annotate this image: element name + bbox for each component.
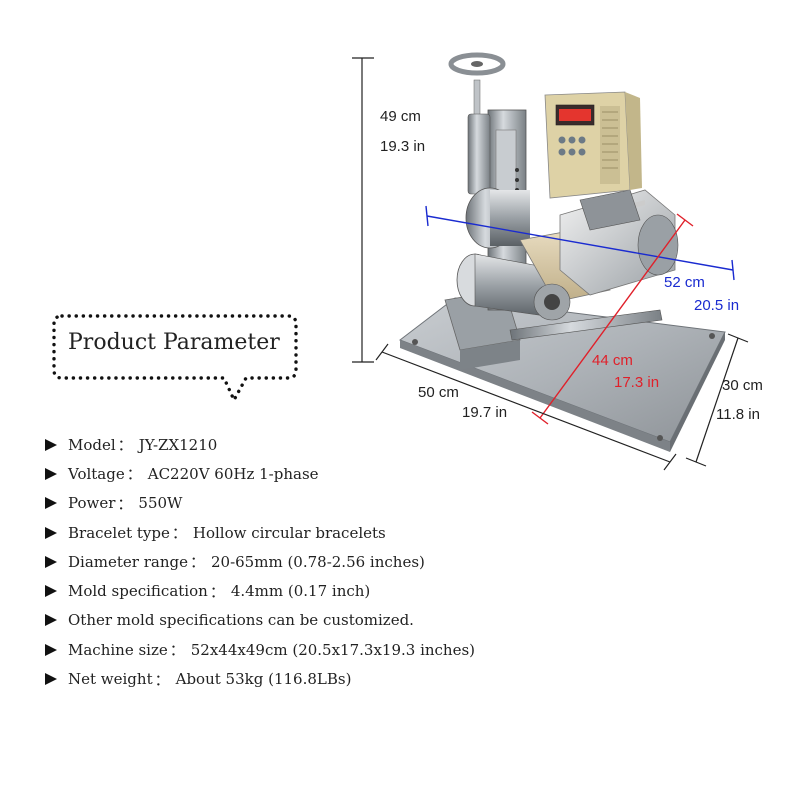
spec-separator: ： (126, 465, 142, 484)
spec-item: Other mold specifications can be customi… (44, 606, 475, 635)
diag-cm-label: 44 cm (592, 352, 633, 369)
machine-photo (340, 40, 800, 480)
spec-item: Bracelet type： Hollow circular bracelets (44, 518, 475, 547)
spec-value: 4.4mm (0.17 inch) (230, 582, 371, 601)
spec-item: Machine size： 52x44x49cm (20.5x17.3x19.3 … (44, 635, 475, 664)
diag-in-label: 17.3 in (614, 374, 660, 391)
spec-label: Machine size (68, 640, 168, 659)
triangle-right-icon (45, 438, 57, 451)
spec-label: Mold specification (68, 582, 208, 601)
triangle-right-icon (45, 555, 57, 568)
triangle-right-icon (45, 467, 57, 480)
spec-value: 52x44x49cm (20.5x17.3x19.3 inches) (190, 640, 476, 659)
spec-value: 550W (138, 494, 183, 513)
machine-illustration (352, 52, 749, 471)
triangle-right-icon (45, 643, 57, 656)
front-cm-label: 50 cm (418, 384, 459, 401)
spec-separator: ： (209, 582, 225, 601)
triangle-right-icon (45, 614, 57, 627)
height-cm-label: 49 cm (380, 108, 421, 125)
param-title: Product Parameter (68, 330, 280, 355)
spec-item: Diameter range： 20-65mm (0.78-2.56 inches… (44, 547, 475, 576)
front-in-label: 19.7 in (462, 404, 508, 421)
triangle-right-icon (45, 497, 57, 510)
spec-separator: ： (154, 670, 170, 689)
spec-item: Net weight： About 53kg (116.8LBs) (44, 664, 475, 693)
depth-in-label: 11.8 in (716, 406, 760, 423)
controller-box (544, 91, 642, 199)
spec-separator: ： (117, 436, 133, 455)
depth-cm-label: 30 cm (722, 377, 763, 394)
spec-label: Bracelet type (68, 523, 170, 542)
spec-separator: ： (169, 641, 185, 660)
spec-label: Other mold specifications can be customi… (68, 611, 414, 630)
spec-item: Voltage： AC220V 60Hz 1-phase (44, 459, 475, 488)
length-cm-label: 52 cm (664, 274, 705, 291)
spec-separator: ： (189, 553, 205, 572)
length-in-label: 20.5 in (694, 297, 740, 314)
spec-separator: ： (117, 494, 133, 513)
dotted-speech-bubble (52, 314, 298, 404)
triangle-right-icon (45, 526, 57, 539)
spec-label: Net weight (68, 670, 153, 689)
spec-label: Diameter range (68, 552, 188, 571)
spec-separator: ： (171, 524, 187, 543)
spec-value: 20-65mm (0.78-2.56 inches) (210, 552, 425, 571)
spec-item: Mold specification： 4.4mm (0.17 inch) (44, 576, 475, 605)
height-in-label: 19.3 in (380, 138, 426, 155)
spec-item: Model： JY-ZX1210 (44, 430, 475, 459)
spec-value: About 53kg (116.8LBs) (175, 670, 352, 689)
spec-label: Power (68, 494, 116, 513)
spec-value: AC220V 60Hz 1-phase (147, 464, 319, 483)
spec-label: Voltage (68, 464, 125, 483)
spec-label: Model (68, 435, 116, 454)
spec-item: Power： 550W (44, 489, 475, 518)
triangle-right-icon (45, 673, 57, 686)
product-parameter-bubble: Product Parameter (48, 312, 300, 404)
spec-value: Hollow circular bracelets (192, 523, 386, 542)
triangle-right-icon (45, 585, 57, 598)
spec-value: JY-ZX1210 (138, 435, 218, 454)
